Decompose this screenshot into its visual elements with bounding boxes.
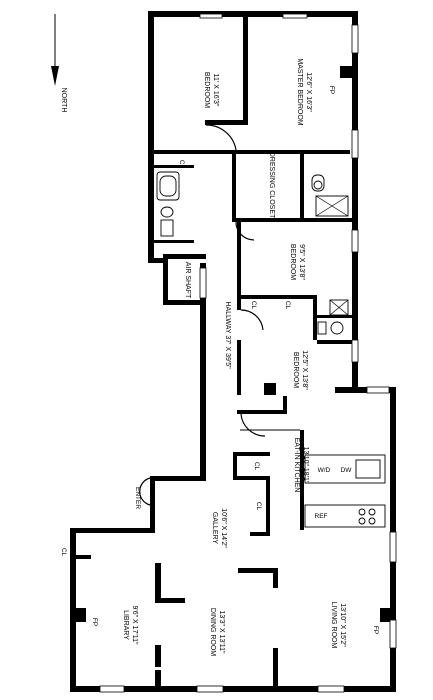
master-name: MASTER BEDROOM [296, 58, 303, 125]
bedroom1-dims: 11' X 16'3" [212, 74, 219, 107]
windows [99, 13, 397, 693]
bath-fixtures [156, 171, 349, 335]
dw-label: DW [341, 467, 353, 474]
gallery-dims: 10'6" X 14'2" [220, 508, 227, 548]
living-name: LIVING ROOM [330, 602, 337, 649]
library-name: LIBRARY [122, 610, 129, 640]
cl-library-label: CL [60, 548, 67, 557]
library-dims: 9'6" X 17'11" [131, 605, 138, 645]
door-swings [139, 124, 300, 506]
fp-master-label: FP [328, 86, 335, 94]
fireplace-library-icon [76, 608, 86, 622]
fp-living-label: FP [372, 626, 379, 634]
cl-gal1-label: CL [253, 462, 260, 471]
dressing-label: DRESSING CLOSET [268, 152, 275, 219]
kitchen-name: EAT-IN KITCHEN [293, 438, 300, 493]
cl-hall2-label: CL [284, 301, 291, 310]
air-shaft-label: AIR SHAFT [184, 262, 191, 299]
bedroom1-name: BEDROOM [203, 72, 210, 108]
hallway-label: HALLWAY 37' X 39'5" [224, 301, 231, 369]
master-dims: 12'6" X 16'3" [305, 72, 312, 112]
north-arrow: NORTH [51, 14, 67, 112]
interior-walls [76, 17, 352, 688]
north-label: NORTH [60, 88, 67, 113]
cl-hall1-label: CL [250, 301, 257, 310]
kitchen-dims: 13'10" 18'1" [302, 447, 309, 484]
dining-name: DINING ROOM [209, 608, 216, 656]
bedroom3-name: BEDROOM [292, 352, 299, 388]
cl-gal2-label: CL [255, 502, 262, 511]
wd-label: W/D [318, 467, 331, 474]
bedroom3-dims: 12'5" X 13'8" [301, 350, 308, 390]
kitchen-fixtures [265, 383, 386, 528]
dining-dims: 13'3" X 13'11" [218, 611, 225, 654]
bedroom2-dims: 9'5" X 13'8" [298, 244, 305, 280]
cl-bath-label: CL [178, 160, 185, 169]
living-dims: 13'10" X 15'2" [339, 603, 346, 647]
fireplace-living-icon [380, 608, 390, 622]
fp-library-label: FP [91, 618, 98, 626]
fireplace-master-icon [340, 66, 352, 78]
exterior-walls [70, 11, 396, 692]
enter-label: ENTER [134, 487, 141, 509]
ref-label: REF [315, 513, 328, 520]
gallery-name: GALLERY [211, 512, 218, 544]
bedroom2-name: BEDROOM [289, 244, 296, 280]
room-labels: BEDROOM 11' X 16'3" MASTER BEDROOM 12'6"… [60, 58, 379, 656]
